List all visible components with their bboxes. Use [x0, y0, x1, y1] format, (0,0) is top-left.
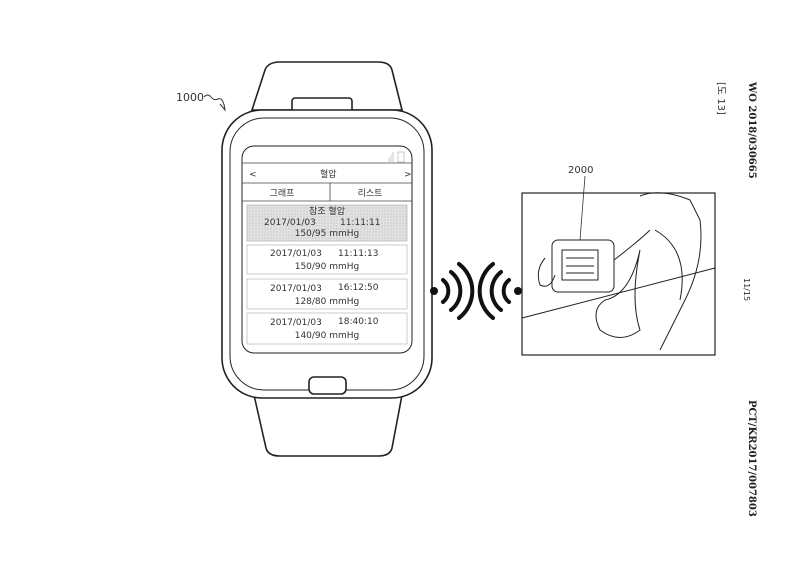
reference-value: 150/95 mmHg	[295, 229, 360, 239]
reference-time: 11:11:11	[340, 218, 380, 228]
screen-title: 혈압	[320, 168, 337, 180]
svg-text:2017/01/03: 2017/01/03	[270, 284, 322, 294]
watch-screen	[241, 145, 413, 354]
top-strap	[250, 61, 404, 111]
sheet-number: 11/15	[742, 278, 751, 301]
status-bar-icons	[388, 151, 405, 163]
svg-text:150/90 mmHg: 150/90 mmHg	[295, 262, 360, 272]
wireless-signal-icon	[430, 262, 475, 320]
svg-text:2017/01/03: 2017/01/03	[270, 318, 322, 328]
monitor-ref-label: 2000	[568, 165, 593, 176]
watch-ref-label: 1000	[176, 91, 204, 104]
battery-icon	[397, 151, 405, 163]
record-card[interactable]: 2017/01/03 11:11:13 150/90 mmHg	[246, 244, 408, 275]
svg-text:18:40:10: 18:40:10	[338, 317, 379, 327]
reference-date: 2017/01/03	[264, 218, 316, 228]
record-card[interactable]: 2017/01/03 18:40:10 140/90 mmHg	[246, 312, 408, 345]
prev-button[interactable]: <	[249, 170, 257, 180]
publication-number: WO 2018/030665	[746, 81, 757, 179]
application-number: PCT/KR2017/007803	[746, 400, 757, 517]
tab-graph[interactable]: 그래프	[270, 188, 295, 199]
record-card[interactable]: 2017/01/03 16:12:50 128/80 mmHg	[246, 278, 408, 310]
home-button	[308, 376, 347, 395]
svg-text:128/80 mmHg: 128/80 mmHg	[295, 297, 360, 307]
tab-list[interactable]: 리스트	[358, 188, 383, 199]
ref-arrow	[203, 94, 225, 106]
ref-arrow-head	[219, 103, 226, 112]
reference-card[interactable]: 참조 혈압 2017/01/03 11:11:11 150/95 mmHg	[246, 204, 408, 242]
svg-text:16:12:50: 16:12:50	[338, 283, 379, 293]
next-button[interactable]: >	[404, 170, 412, 180]
blood-pressure-monitor-illustration	[521, 192, 716, 356]
reference-heading: 참조 혈압	[309, 205, 345, 217]
svg-text:2017/01/03: 2017/01/03	[270, 249, 322, 259]
svg-text:11:11:13: 11:11:13	[338, 249, 378, 259]
screen-content: < 혈압 > 그래프 리스트 참조 혈압 2017/01/03 11:11:11…	[242, 151, 412, 345]
svg-text:140/90 mmHg: 140/90 mmHg	[295, 331, 360, 341]
figure-label: [도 13]	[715, 82, 726, 115]
bottom-strap	[252, 394, 403, 457]
ref-leader-line	[579, 175, 586, 241]
wireless-signal-icon	[477, 262, 522, 320]
